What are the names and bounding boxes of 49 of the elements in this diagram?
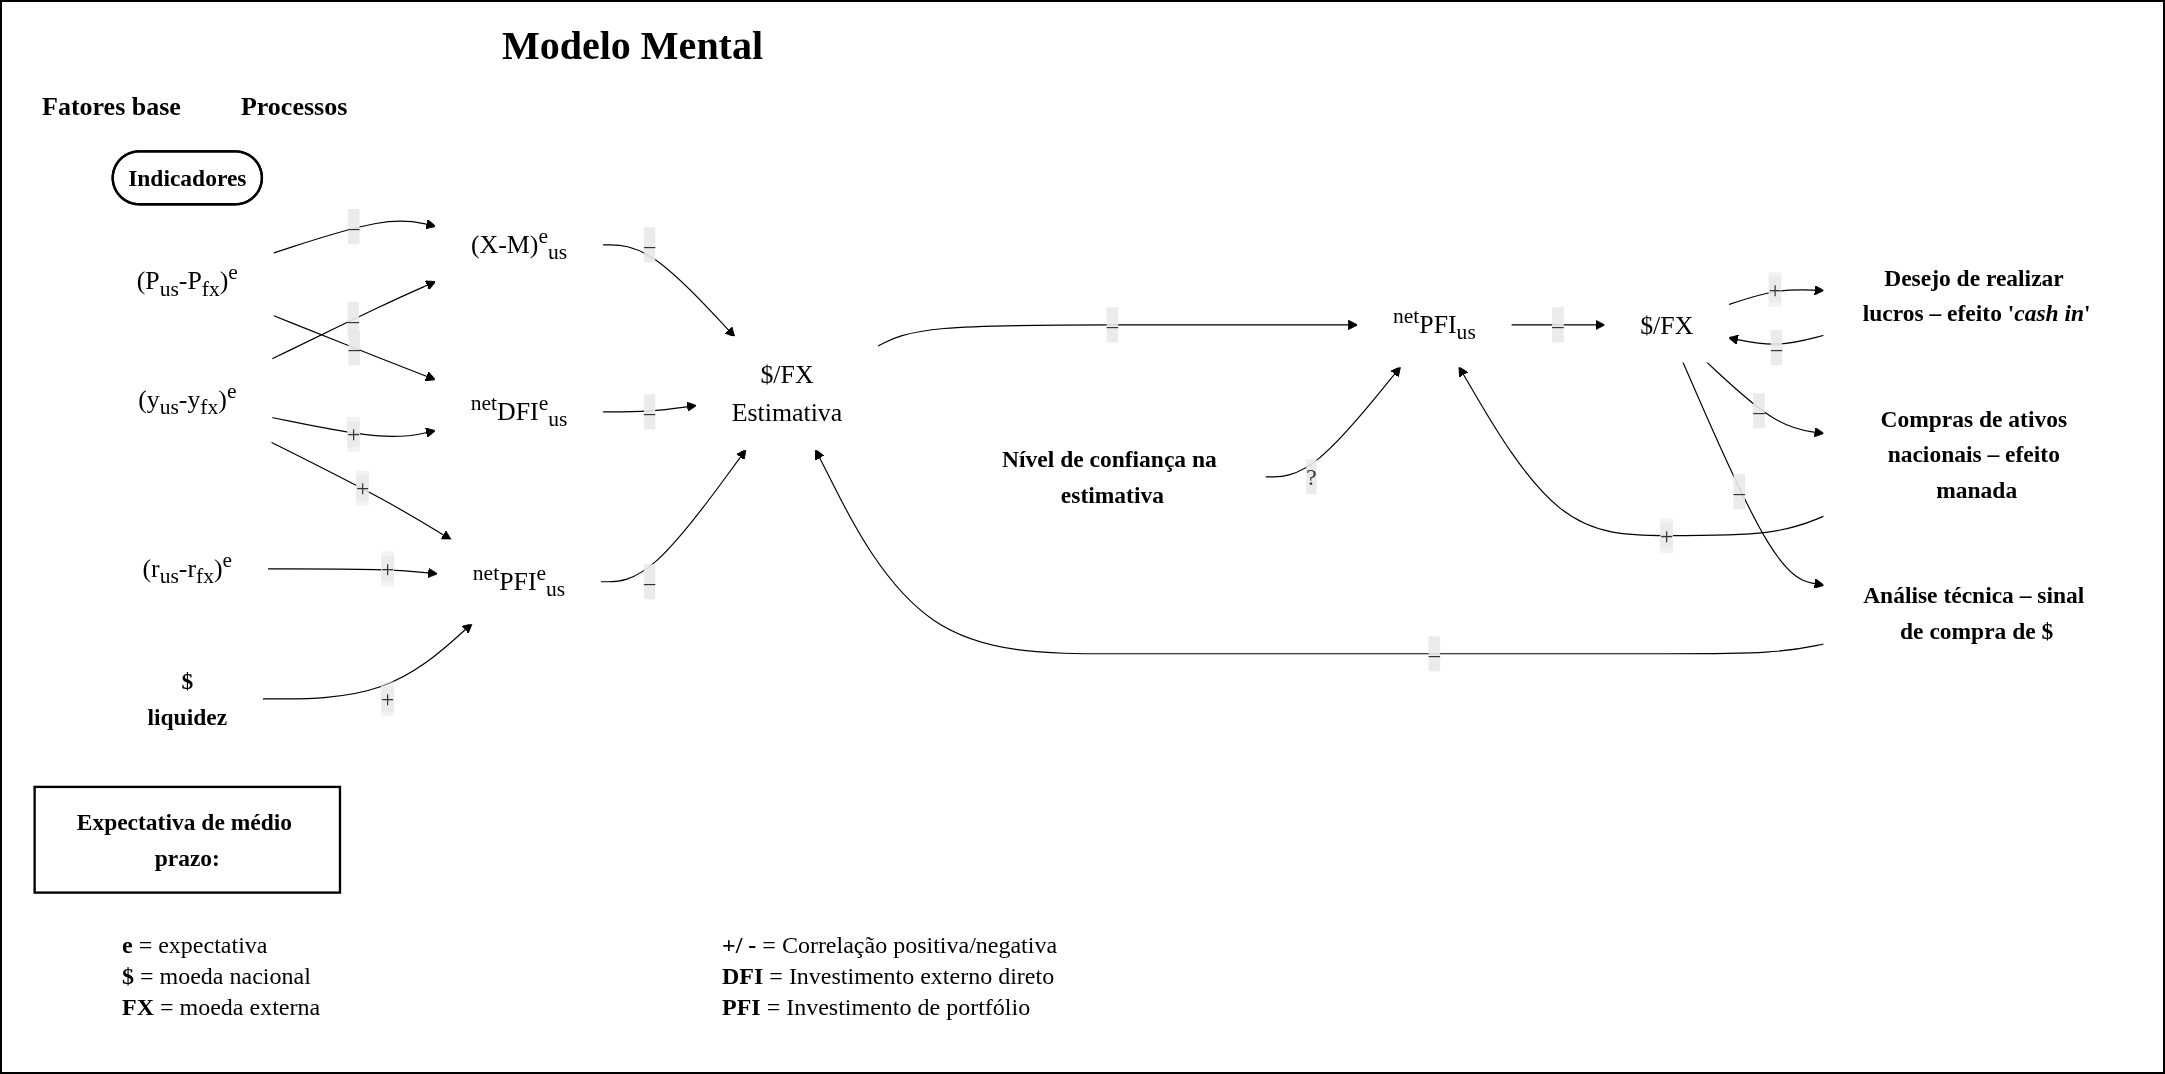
- edge-label: –: [1753, 397, 1765, 424]
- edge-label: +: [1660, 522, 1674, 549]
- node-text: (r$_{us}$-r$_{fx}$)$^{e}$: [142, 548, 233, 588]
- node-text: Análise técnica – sinal de compra de $: [1863, 582, 2085, 644]
- node-text: (P$_{us}$-P$_{fx}$)$^{e}$: [136, 260, 238, 301]
- key-note: DFI = Investimento externo direto: [722, 963, 1056, 990]
- edge-label: –: [1552, 312, 1564, 338]
- edge-label: ?: [1306, 463, 1317, 490]
- arrow: [270, 441, 452, 541]
- edge-label: +: [355, 475, 370, 501]
- arrow: [1705, 361, 1825, 438]
- node-text: Desejo de realizar lucros – efeito 'cash in': [1862, 265, 2091, 327]
- edge-label: –: [643, 398, 656, 425]
- section-heading: Processos: [240, 92, 348, 122]
- edge-label: +: [381, 556, 395, 582]
- key-note: FX = moeda externa: [122, 994, 322, 1021]
- edge-label: –: [643, 568, 656, 595]
- node-text: $^{net}$PFI$_{us}$: [1392, 304, 1476, 344]
- edge-label: –: [1428, 640, 1441, 667]
- node-text: (y$_{us}$-y$_{fx}$)$^{e}$: [138, 379, 237, 420]
- edge-label: –: [347, 213, 360, 240]
- edge-label: –: [1733, 478, 1746, 505]
- node-box: Expectativa de médio prazo:: [33, 785, 342, 894]
- edge-label: +: [381, 685, 395, 712]
- edge-label: +: [1768, 276, 1782, 303]
- edge-label: +: [347, 421, 361, 448]
- diagram-title: Modelo Mental: [502, 22, 764, 69]
- arrow: [602, 401, 697, 413]
- edge-label: –: [1770, 334, 1783, 361]
- arrow: [271, 416, 436, 438]
- node-text: $/FX Estimativa: [731, 359, 843, 428]
- arrow: [1458, 366, 1825, 537]
- edge-label: –: [348, 334, 361, 361]
- arrow: [815, 449, 1825, 655]
- edge-label: –: [1106, 312, 1119, 338]
- arrow: [1728, 334, 1825, 345]
- key-note: +/ - = Correlação positiva/negativa: [722, 932, 1059, 959]
- node-text: $/FX: [1640, 310, 1694, 340]
- node-text: Compras de ativos nacionais – efeito manada: [1880, 405, 2068, 503]
- arrow: [1682, 361, 1825, 589]
- edge-label: –: [347, 306, 360, 333]
- key-note: e = expectativa: [122, 932, 269, 959]
- key-note: PFI = Investimento de portfólio: [722, 994, 1032, 1021]
- node-text: Nível de confiança na estimativa: [1002, 446, 1217, 508]
- key-note: $ = moeda nacional: [122, 963, 312, 990]
- node-text: $ liquidez: [147, 668, 228, 730]
- edge-label: –: [643, 232, 656, 258]
- arrow: [271, 280, 437, 360]
- section-heading: Fatores base: [42, 92, 181, 122]
